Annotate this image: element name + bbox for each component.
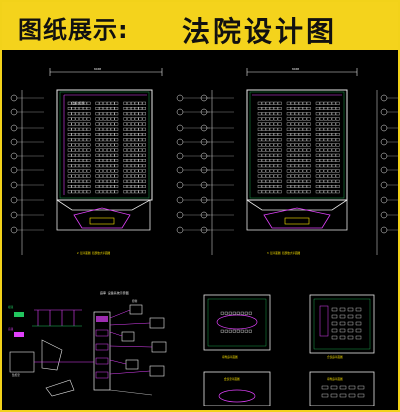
right-seating-rows — [257, 101, 340, 194]
small-plan-b: 合议庭平面图 — [309, 294, 375, 359]
small-plan-a: 审判庭平面图 — [203, 294, 271, 359]
system-label-3: 监控室 — [12, 373, 20, 377]
cad-drawings: 8400 2 层平面图 局部放大平面图 法庭(局部) 8400 3 层平面图 局… — [8, 67, 398, 406]
small-plan-d: 审判庭平面图 — [309, 371, 375, 406]
left-dim-label: 8400 — [94, 67, 101, 71]
small-plan-a-title: 审判庭平面图 — [222, 355, 238, 359]
right-plan-title: 3 层平面图 局部放大平面图 — [267, 251, 301, 255]
banner-left-text: 图纸展示: — [18, 16, 129, 44]
right-floor-plan: 8400 3 层平面图 局部放大平面图 — [211, 67, 378, 255]
grid-axis-bubbles — [10, 94, 398, 234]
system-label-2: 控制 — [132, 299, 138, 303]
right-dim-label: 8400 — [292, 67, 299, 71]
left-floor-plan: 8400 2 层平面图 局部放大平面图 法庭(局部) — [21, 67, 163, 255]
small-plan-c: 会议室平面图 — [203, 371, 271, 406]
left-seating-rows — [67, 101, 146, 194]
system-label-1: 音频 — [8, 327, 14, 331]
small-plan-c-title: 会议室平面图 — [224, 377, 240, 381]
small-plan-b-title: 合议庭平面图 — [327, 355, 343, 359]
banner-right-text: 法院设计图 — [182, 15, 338, 48]
title-banner: 图纸展示: 法院设计图 — [2, 2, 398, 50]
system-label-0: 视频 — [8, 305, 14, 309]
system-title: 庭审 设备系统示意图 — [100, 290, 129, 295]
small-plan-d-title: 审判庭平面图 — [327, 377, 343, 381]
left-room-note: 法庭(局部) — [72, 101, 86, 105]
left-plan-title: 2 层平面图 局部放大平面图 — [77, 251, 111, 255]
system-diagram: 庭审 设备系统示意图 视频 音频 控制 监控室 — [8, 290, 167, 397]
